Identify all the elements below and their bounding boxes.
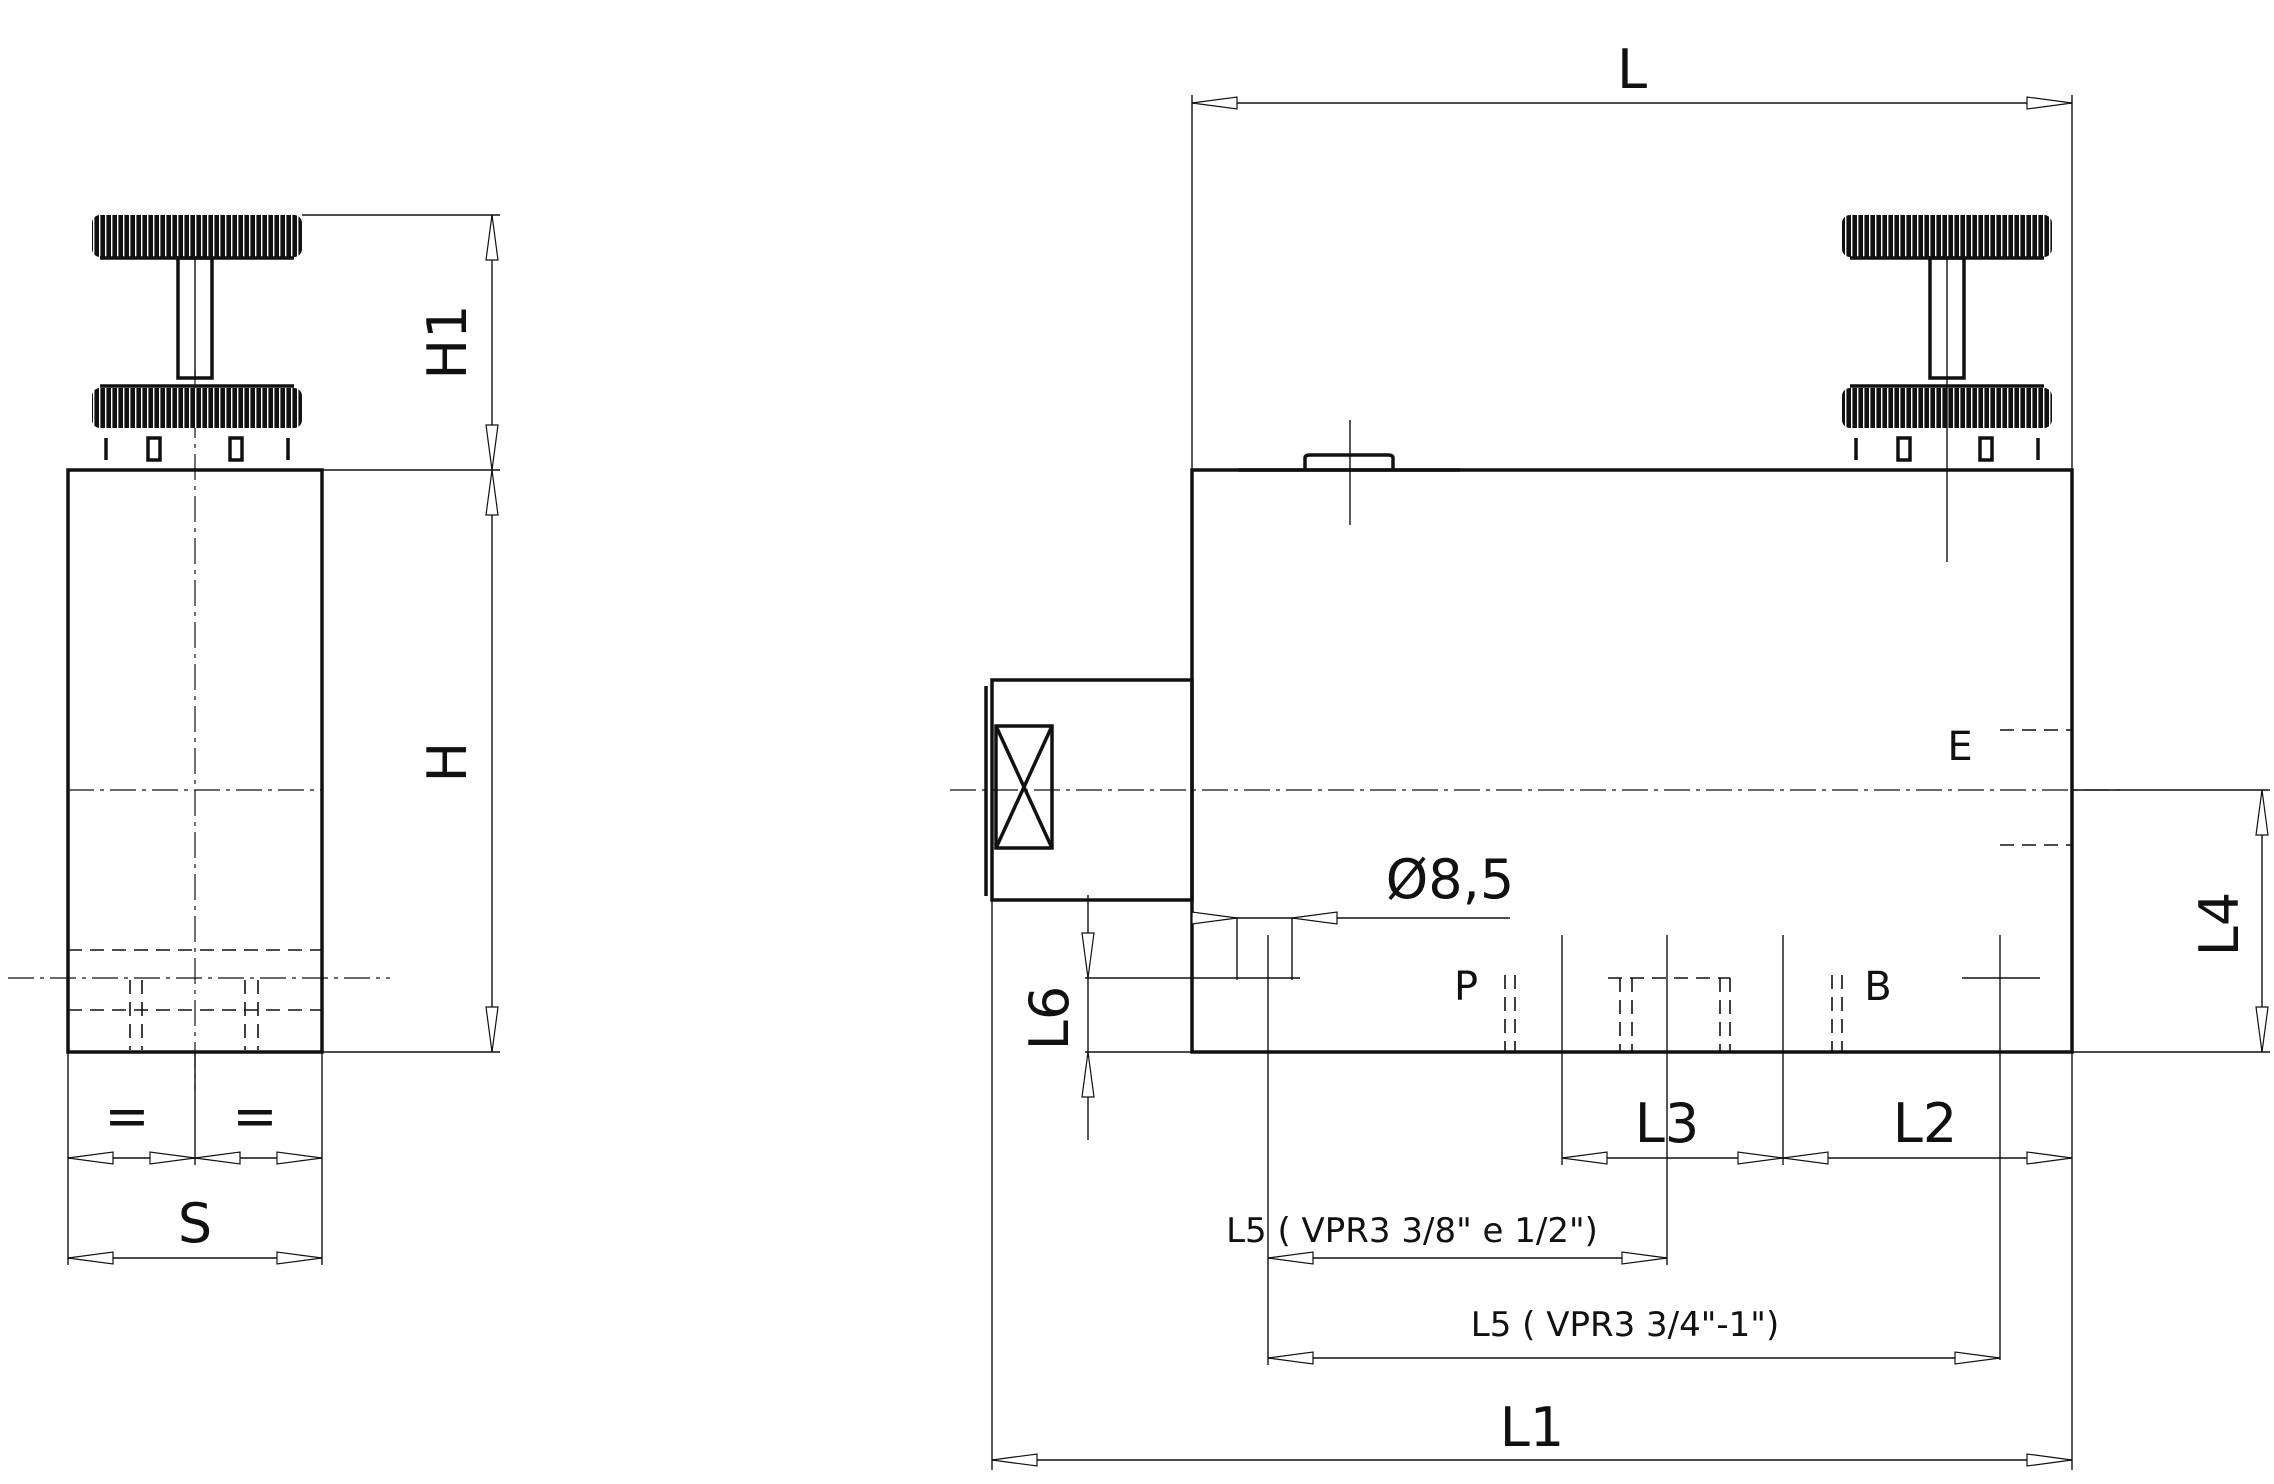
dim-label-h: H xyxy=(416,742,479,783)
top-plug xyxy=(1303,453,1395,470)
dim-label-l: L xyxy=(1617,38,1647,101)
dim-label-eq-left: = xyxy=(104,1085,149,1148)
dim-label-l5-large: L5 ( VPR3 3/4"-1") xyxy=(1471,1305,1779,1345)
dim-label-l3: L3 xyxy=(1635,1092,1699,1155)
dim-label-eq-right: = xyxy=(232,1085,277,1148)
side-knob xyxy=(92,215,302,462)
dim-label-l1: L1 xyxy=(1500,1396,1564,1459)
dim-label-h1: H1 xyxy=(416,305,479,380)
dim-label-dia: Ø8,5 xyxy=(1386,848,1514,911)
solenoid-symbol xyxy=(994,724,1054,850)
dim-label-l5-small: L5 ( VPR3 3/8" e 1/2") xyxy=(1226,1211,1598,1251)
port-label-e: E xyxy=(1947,724,1972,770)
side-view: H1 H = = S xyxy=(8,214,500,1265)
dim-label-l2: L2 xyxy=(1893,1092,1957,1155)
front-knob-top xyxy=(1842,215,2052,257)
port-label-p: P xyxy=(1454,964,1478,1010)
side-knob-top xyxy=(92,215,302,257)
front-view: E Ø8,5 P xyxy=(950,38,2270,1470)
side-knob-bottom xyxy=(92,388,302,428)
port-label-b: B xyxy=(1864,964,1891,1010)
front-body xyxy=(1190,468,2074,1054)
dim-label-l6: L6 xyxy=(1018,986,1081,1050)
dim-label-s: S xyxy=(178,1192,212,1255)
dim-label-l4: L4 xyxy=(2188,892,2251,956)
front-knob xyxy=(1842,215,2052,562)
